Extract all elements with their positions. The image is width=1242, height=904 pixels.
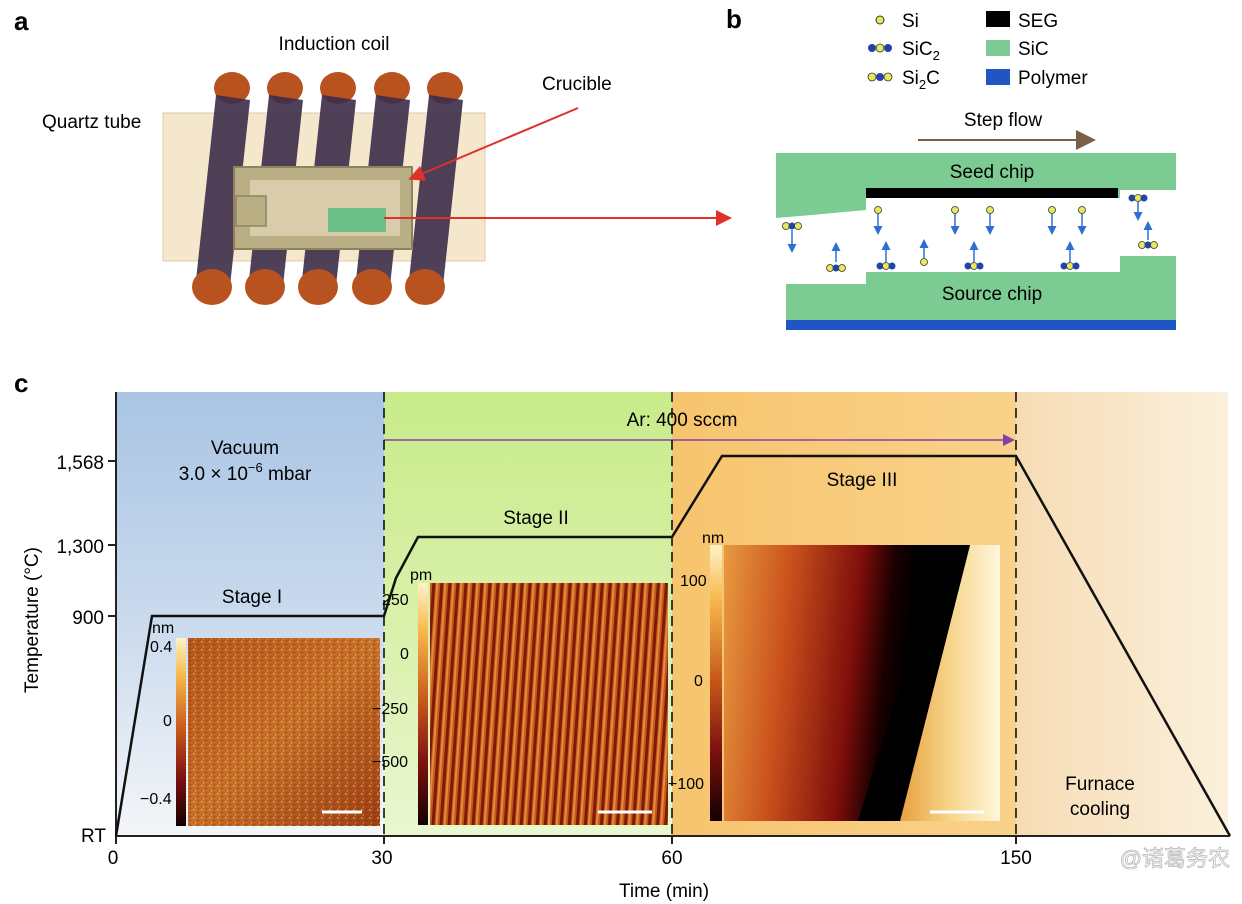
inset2-unit: pm [410,567,432,584]
inset3-unit: nm [702,530,724,547]
afm-inset-stage2: pm 250 0 −250 −500 [372,567,668,825]
legend: Si SiC2 Si2C SEG SiC Polymer [867,11,1088,92]
legend-sic2-label: SiC2 [902,39,940,63]
ar-flow-label: Ar: 400 sccm [627,410,738,431]
y-axis-label: Temperature (°C) [22,547,43,693]
crucible [233,166,413,250]
legend-seg-label: SEG [1018,11,1058,32]
inset2-tick-0: 0 [400,646,409,663]
vacuum-pressure: 3.0 × 10−6 mbar [179,460,312,485]
temperature-profile [114,454,1232,837]
quartz-tube-label: Quartz tube [42,112,141,133]
induction-coil [214,72,463,104]
y-tick-1568: 1,568 [56,453,104,474]
y-tick-rt: RT [81,826,106,847]
legend-si2c-label: Si2C [902,68,940,92]
y-ticks [108,460,116,617]
si-icon [875,15,885,25]
si2c-icon [867,72,893,82]
vacuum-label: Vacuum [211,438,279,459]
inset1-tick-top: 0.4 [150,639,172,656]
x-axis-label: Time (min) [619,881,709,902]
inset3-colorbar [710,545,722,821]
sic2-icon [868,43,892,53]
panel-a: a Induction coil Crucible Quartz tube [14,6,732,305]
stage3-label: Stage III [827,470,898,491]
seg-swatch [986,11,1010,27]
panel-c: c 1,568 1,300 900 RT 0 30 60 150 Time (m… [14,368,1232,902]
afm-inset-stage3: nm 100 0 −100 [668,530,1000,821]
stage2-label: Stage II [503,508,569,529]
seed-chip [776,153,1176,218]
cooling-background [1016,392,1228,836]
legend-sic-label: SiC [1018,39,1049,60]
legend-si-label: Si [902,11,919,32]
x-tick-0: 0 [108,848,119,869]
inset2-image [430,583,668,825]
polymer-swatch [986,69,1010,85]
y-tick-900: 900 [72,608,104,629]
panel-a-letter: a [14,6,29,36]
inset3-step-edge [858,545,970,821]
inset1-texture [188,638,380,826]
x-tick-60: 60 [661,848,682,869]
inset3-tick-0: 0 [694,673,703,690]
induction-coil-label: Induction coil [279,34,390,55]
legend-polymer-label: Polymer [1018,68,1088,89]
coil-bottoms [192,269,445,305]
polymer-layer [786,320,1176,330]
inset1-tick-bottom: −0.4 [140,791,172,808]
furnace-cooling-label-1: Furnace [1065,774,1135,795]
inset2-colorbar [418,583,428,825]
crucible-label: Crucible [542,74,612,95]
sic-chips [328,208,386,232]
source-chip [786,256,1176,322]
inset2-tick-neg500: −500 [372,754,408,771]
panel-b-letter: b [726,4,742,34]
x-ticks [115,836,1017,844]
inset1-tick-mid: 0 [163,713,172,730]
species-in-gap [787,202,1153,262]
watermark: @诸葛务农 [1120,846,1230,871]
inset1-unit: nm [152,620,174,637]
inset3-step-terrace [900,545,1000,821]
inset3-tick-100: 100 [680,573,707,590]
seed-chip-label: Seed chip [950,162,1035,183]
species-atoms [782,194,1158,272]
inset1-colorbar [176,638,186,826]
x-tick-30: 30 [371,848,392,869]
furnace-cooling-label-2: cooling [1070,799,1130,820]
afm-inset-stage1: nm 0.4 0 −0.4 [140,620,380,826]
panel-c-letter: c [14,368,28,398]
crucible-pointer-arrow [408,107,579,181]
sic-swatch [986,40,1010,56]
stage-dividers [383,392,1017,836]
step-flow-label: Step flow [964,110,1042,131]
seg-layer [866,188,1118,198]
inset2-tick-250: 250 [382,592,409,609]
inset2-tick-neg250: −250 [372,701,408,718]
x-tick-150: 150 [1000,848,1032,869]
stage1-label: Stage I [222,587,282,608]
inset3-tick-neg100: −100 [668,776,704,793]
y-tick-1300: 1,300 [56,537,104,558]
source-chip-label: Source chip [942,284,1042,305]
panel-b: b Si SiC2 Si2C SEG SiC P [726,4,1176,330]
